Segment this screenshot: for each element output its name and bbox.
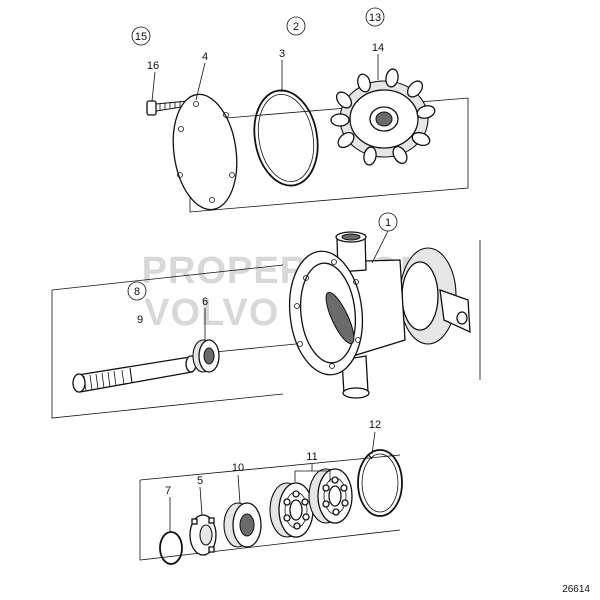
leader-lines (151, 54, 389, 532)
middle-assembly-frame (51, 240, 481, 419)
callout-labels: 15 2 13 1 8 16 4 3 14 9 6 7 5 10 11 12 (127, 7, 398, 497)
callout-10: 10 (232, 462, 244, 474)
o-ring-part-3 (253, 89, 319, 187)
callout-7: 7 (165, 485, 171, 497)
callout-2: 2 (293, 21, 299, 33)
callout-1: 1 (385, 217, 391, 229)
collar-part-6 (192, 339, 220, 373)
callout-14: 14 (372, 42, 384, 54)
pump-housing-part-1 (288, 231, 471, 399)
callout-circle-13 (365, 7, 385, 27)
shaft-part-9 (72, 355, 197, 393)
callout-circle-1 (378, 212, 398, 232)
bearing-part-11a (269, 482, 314, 538)
callout-15: 15 (135, 31, 147, 43)
callout-8: 8 (134, 286, 140, 298)
callout-9: 9 (137, 314, 143, 326)
callout-6: 6 (202, 296, 208, 308)
callout-12: 12 (369, 419, 381, 431)
callout-5: 5 (197, 475, 203, 487)
retaining-ring-part-12 (357, 449, 403, 517)
callout-3: 3 (279, 48, 285, 60)
callout-13: 13 (369, 12, 381, 24)
circlip-part-7 (159, 531, 183, 565)
drawing-reference-number: 26614 (562, 584, 590, 595)
callout-circle-15 (131, 26, 151, 46)
cover-plate-part-4 (172, 93, 238, 211)
callout-11: 11 (306, 451, 317, 463)
seal-part-10 (223, 502, 262, 548)
callout-16: 16 (147, 60, 159, 72)
callout-circle-2 (286, 16, 306, 36)
callout-4: 4 (202, 51, 208, 63)
bearing-part-11b (308, 468, 353, 524)
impeller-part-14 (330, 68, 436, 166)
callout-circle-8 (127, 281, 147, 301)
tab-washer-part-5 (189, 514, 217, 556)
bottom-assembly-frame (139, 454, 401, 561)
